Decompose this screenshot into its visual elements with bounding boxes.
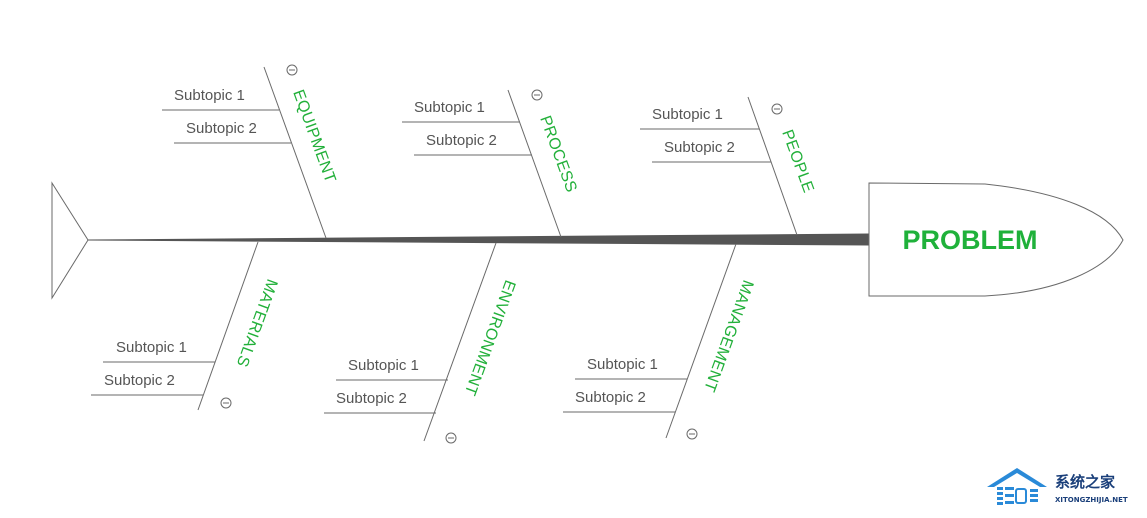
collapse-icon[interactable] — [531, 89, 543, 101]
bone-process — [507, 89, 562, 238]
subtopic-label[interactable]: Subtopic 2 — [426, 132, 497, 149]
bone-materials — [197, 241, 259, 411]
watermark: 系统之家 XITONGZHIJIA.NET — [987, 468, 1128, 505]
house-logo-icon — [987, 468, 1047, 505]
watermark-subtitle: XITONGZHIJIA.NET — [1055, 496, 1128, 504]
subtopic-label[interactable]: Subtopic 2 — [575, 389, 646, 406]
category-label-environment[interactable]: ENVIRONMENT — [461, 278, 519, 398]
category-label-people[interactable]: PEOPLE — [778, 128, 816, 196]
subtopic-label[interactable]: Subtopic 2 — [186, 120, 257, 137]
category-label-equipment[interactable]: EQUIPMENT — [289, 88, 338, 186]
subtopic-label[interactable]: Subtopic 1 — [116, 339, 187, 356]
subtopic-label[interactable]: Subtopic 2 — [336, 390, 407, 407]
bone-management — [665, 243, 737, 439]
subtopic-label[interactable]: Subtopic 2 — [104, 372, 175, 389]
collapse-icon[interactable] — [771, 103, 783, 115]
category-equipment[interactable]: Subtopic 1 Subtopic 2 EQUIPMENT — [162, 64, 339, 239]
collapse-icon[interactable] — [686, 428, 698, 440]
category-people[interactable]: Subtopic 1 Subtopic 2 PEOPLE — [640, 96, 817, 236]
collapse-icon[interactable] — [286, 64, 298, 76]
subtopic-label[interactable]: Subtopic 1 — [652, 106, 723, 123]
fish-head[interactable] — [868, 182, 1124, 297]
problem-label[interactable]: PROBLEM — [903, 225, 1038, 255]
subtopic-label[interactable]: Subtopic 1 — [174, 87, 245, 104]
collapse-icon[interactable] — [445, 432, 457, 444]
category-environment[interactable]: Subtopic 1 Subtopic 2 ENVIRONMENT — [324, 242, 519, 444]
category-label-management[interactable]: MANAGEMENT — [700, 278, 756, 394]
watermark-title: 系统之家 — [1055, 473, 1115, 491]
category-materials[interactable]: Subtopic 1 Subtopic 2 MATERIALS — [91, 241, 281, 411]
fish-spine — [88, 233, 869, 246]
category-label-materials[interactable]: MATERIALS — [233, 277, 281, 369]
bone-environment — [423, 242, 497, 442]
subtopic-label[interactable]: Subtopic 1 — [587, 356, 658, 373]
category-process[interactable]: Subtopic 1 Subtopic 2 PROCESS — [402, 89, 580, 238]
collapse-icon[interactable] — [220, 397, 232, 409]
category-management[interactable]: Subtopic 1 Subtopic 2 MANAGEMENT — [563, 243, 756, 440]
subtopic-label[interactable]: Subtopic 2 — [664, 139, 735, 156]
bone-people — [747, 96, 798, 236]
subtopic-label[interactable]: Subtopic 1 — [348, 357, 419, 374]
bone-equipment — [263, 66, 327, 239]
subtopic-label[interactable]: Subtopic 1 — [414, 99, 485, 116]
fish-tail — [51, 181, 89, 300]
category-label-process[interactable]: PROCESS — [536, 114, 579, 195]
